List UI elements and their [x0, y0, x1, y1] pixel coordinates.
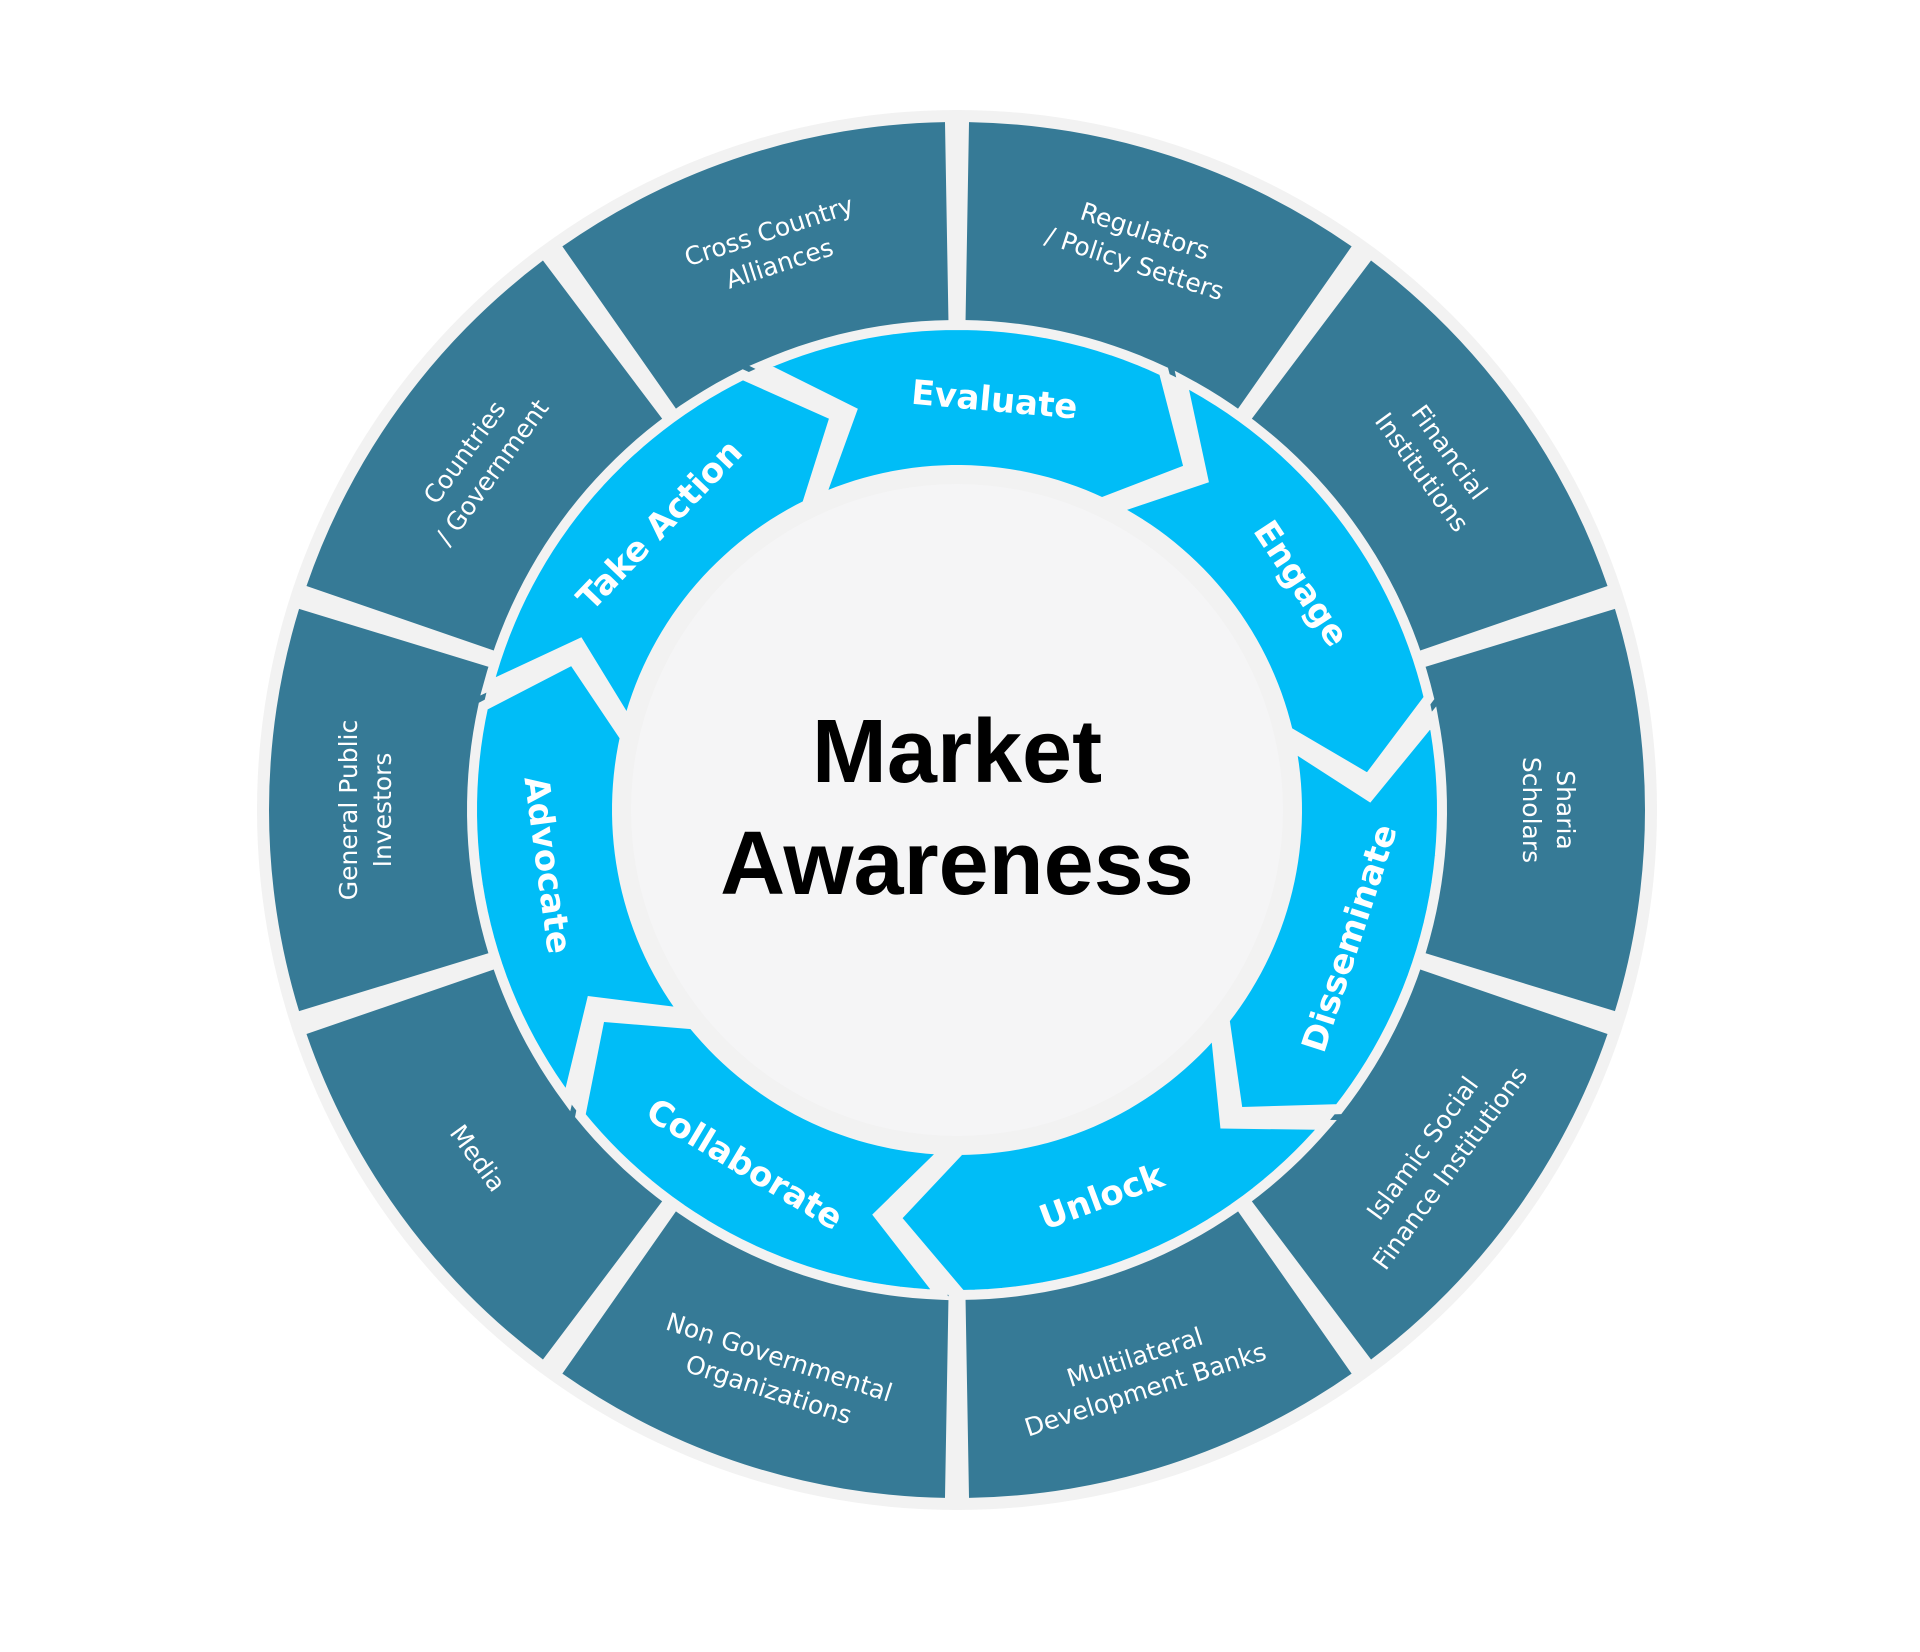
stakeholder-countries-government: Countries/ Government — [306, 260, 666, 653]
stage-collaborate-arrow — [575, 1011, 958, 1301]
stakeholder-non-governmental-organizations: Non GovernmentalOrganizations — [562, 1207, 949, 1498]
stakeholder-sharia-scholars-label: ShariaScholars — [1517, 757, 1580, 863]
stakeholder-multilateral-development-banks: MultilateralDevelopment Banks — [965, 1207, 1352, 1498]
stakeholder-general-public-investors-label-line: Investors — [368, 753, 397, 868]
stage-take-action-arrow — [480, 369, 842, 736]
stakeholder-cross-country-alliances-segment — [562, 122, 949, 413]
stage-disseminate-arrow — [1219, 706, 1447, 1118]
stakeholder-multilateral-development-banks-segment — [965, 1207, 1352, 1498]
stakeholder-cross-country-alliances: Cross CountryAlliances — [562, 122, 949, 413]
stakeholder-media-segment — [306, 967, 666, 1360]
stage-unlock-arrow — [889, 1018, 1337, 1301]
center-disc — [631, 484, 1283, 1136]
center-title-line1: Market — [812, 702, 1102, 802]
stakeholder-countries-government-segment — [306, 260, 666, 653]
stage-unlock: Unlock — [889, 1018, 1337, 1301]
stakeholder-general-public-investors-segment — [269, 608, 494, 1012]
stakeholder-regulators-policy-setters-segment — [965, 122, 1352, 413]
stakeholder-sharia-scholars: ShariaScholars — [1420, 608, 1645, 1012]
stakeholder-media: Media — [306, 967, 666, 1360]
stage-advocate-arrow — [467, 653, 696, 1112]
stakeholder-non-governmental-organizations-segment — [562, 1207, 949, 1498]
stakeholder-financial-institutions: FinancialInstitutions — [1248, 260, 1608, 653]
stakeholder-sharia-scholars-label-line: Scholars — [1517, 757, 1546, 863]
stage-evaluate: Evaluate — [749, 320, 1195, 508]
stage-engage-arrow — [1102, 370, 1435, 786]
stakeholder-sharia-scholars-label-line: Sharia — [1551, 770, 1580, 850]
stage-evaluate-arrow — [749, 320, 1195, 508]
stage-engage: Engage — [1102, 370, 1435, 786]
stage-disseminate: Disseminate — [1219, 706, 1447, 1118]
stakeholder-ring: Regulators/ Policy SettersFinancialInsti… — [269, 122, 1645, 1498]
center-title-line2: Awareness — [720, 814, 1194, 914]
stakeholder-general-public-investors-label-line: General Public — [334, 720, 363, 900]
stakeholder-sharia-scholars-segment — [1420, 608, 1645, 1012]
stakeholder-financial-institutions-segment — [1248, 260, 1608, 653]
stakeholder-regulators-policy-setters: Regulators/ Policy Setters — [965, 122, 1352, 413]
stakeholder-islamic-social-finance-institutions-segment — [1248, 967, 1608, 1360]
stage-advocate: Advocate — [467, 653, 696, 1112]
